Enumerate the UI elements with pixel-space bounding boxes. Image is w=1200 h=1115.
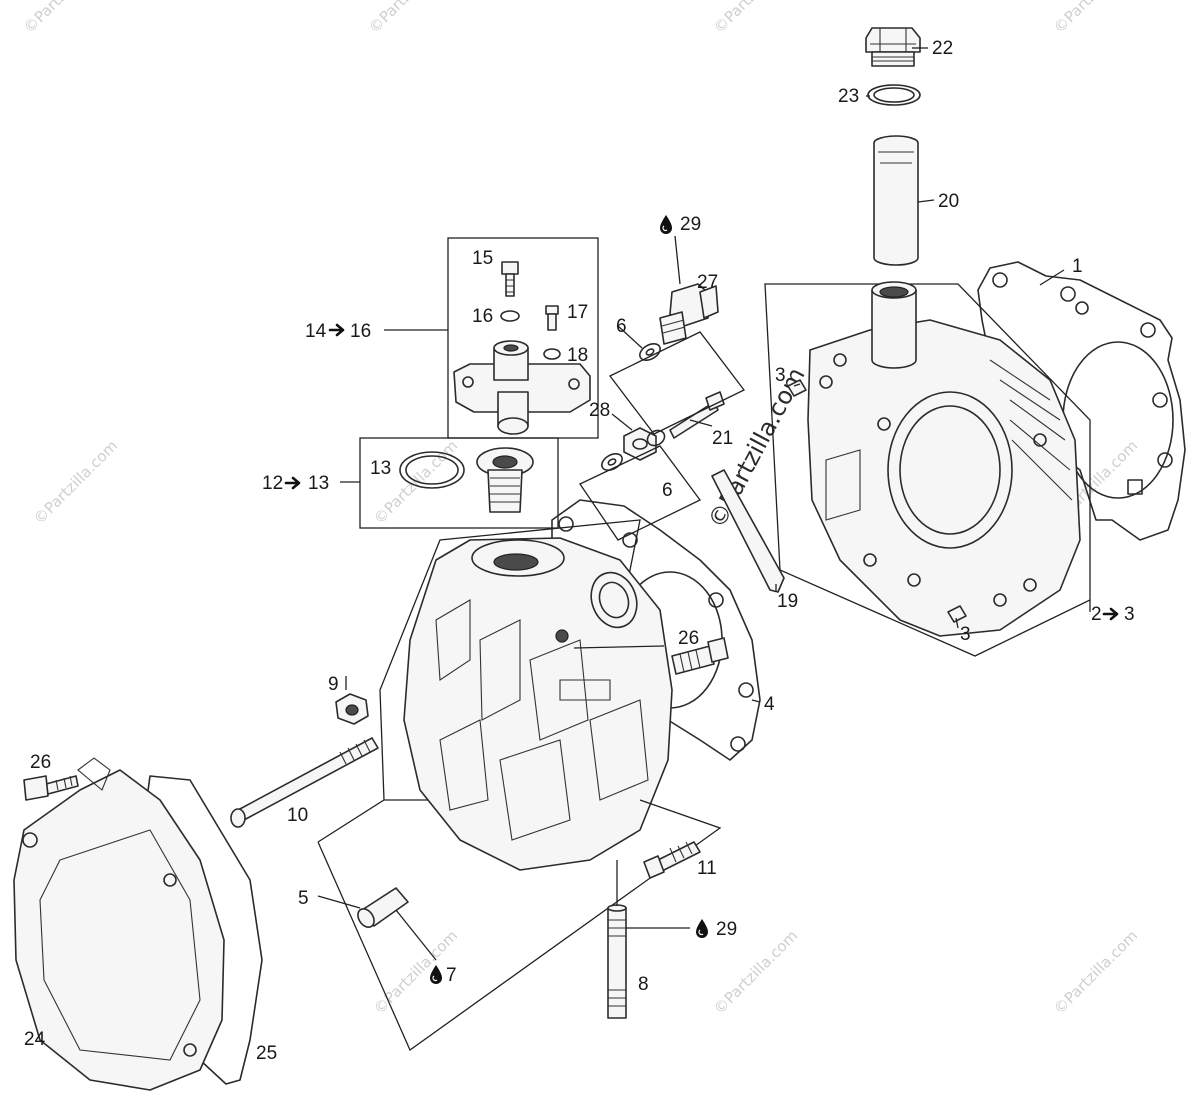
part-7-valve-guide (357, 887, 409, 928)
watermark-2: ©Partzilla.com (365, 0, 456, 37)
leader-lines (317, 47, 1091, 961)
right-arrow-icon (1102, 607, 1119, 621)
part-14-housing (453, 340, 591, 435)
callout-15[interactable]: 15 (472, 248, 493, 269)
part-23-washer (867, 84, 921, 106)
part-17-bolt (545, 305, 559, 331)
watermark-4: ©Partzilla.com (1050, 0, 1141, 37)
part-10-stud-bolt (230, 737, 379, 828)
part-13-oring (399, 451, 465, 489)
callout-2[interactable]: 2 (1091, 604, 1102, 625)
callout-21[interactable]: 21 (712, 428, 733, 449)
callout-7[interactable]: 7 (446, 965, 457, 986)
part-11-bolt (643, 841, 701, 879)
callout-labels: 22 23 20 1 29 27 15 16 17 18 14 16 6 3 2… (24, 38, 1135, 1064)
right-arrow-icon (328, 323, 345, 337)
part-19-chain-guide (711, 469, 785, 593)
callout-5[interactable]: 5 (298, 888, 309, 909)
callout-1[interactable]: 1 (1072, 256, 1083, 277)
part-9-nut (335, 693, 369, 725)
callout-3-bottom[interactable]: 3 (960, 624, 971, 645)
part-3-dowel-top (787, 379, 807, 397)
callout-26-lower[interactable]: 26 (30, 752, 51, 773)
callout-13[interactable]: 13 (370, 458, 391, 479)
right-arrow-icon (284, 476, 301, 490)
part-21-bolt (669, 391, 725, 439)
callout-29-bottom[interactable]: 29 (716, 919, 737, 940)
bracket-frame-27 (609, 331, 745, 435)
callout-26-upper[interactable]: 26 (678, 628, 699, 649)
watermark-3: ©Partzilla.com (710, 0, 801, 37)
part-3-dowel-bottom (947, 605, 967, 623)
callout-24[interactable]: 24 (24, 1029, 46, 1050)
callout-17[interactable]: 17 (567, 302, 588, 323)
part-12-thermostat (476, 447, 534, 513)
callout-23[interactable]: 23 (838, 86, 859, 107)
callout-12-to-13[interactable]: 13 (308, 473, 329, 494)
callout-20[interactable]: 20 (938, 191, 959, 212)
part-20-tube (873, 135, 919, 266)
callout-14-to-16[interactable]: 16 (350, 321, 371, 342)
callout-6-lower[interactable]: 6 (662, 480, 673, 501)
callout-25[interactable]: 25 (256, 1043, 277, 1064)
callout-2-to-3[interactable]: 3 (1124, 604, 1135, 625)
callout-29-top[interactable]: 29 (680, 214, 701, 235)
callout-19[interactable]: 19 (777, 591, 798, 612)
part-28-nut (601, 427, 666, 471)
part-5-cylinder-head (403, 537, 673, 871)
part-27-sensor (659, 283, 719, 345)
part-8-stud (607, 904, 627, 1019)
oil-drop-icon (659, 214, 673, 235)
callout-11[interactable]: 11 (697, 858, 717, 879)
part-6-washer-upper (639, 343, 661, 361)
watermark-11: ©Partzilla.com (1050, 927, 1141, 1018)
part-15-bolt (501, 261, 519, 297)
callout-16[interactable]: 16 (472, 306, 493, 327)
callout-18[interactable]: 18 (567, 345, 588, 366)
callout-22[interactable]: 22 (932, 38, 953, 59)
part-24-valve-cover (13, 757, 225, 1091)
oil-drop-icon (695, 918, 709, 939)
watermark-10: ©Partzilla.com (710, 927, 801, 1018)
part-26-bolt-lower (23, 775, 79, 801)
callout-27[interactable]: 27 (697, 272, 718, 293)
callout-4[interactable]: 4 (764, 694, 775, 715)
watermark-6: ©Partzilla.com (370, 437, 461, 528)
part-16-washer (500, 310, 520, 322)
callout-14[interactable]: 14 (305, 321, 327, 342)
callout-9[interactable]: 9 (328, 674, 339, 695)
part-18-washer (543, 348, 561, 360)
callout-8[interactable]: 8 (638, 974, 649, 995)
part-22-filler-cap (865, 27, 921, 67)
callout-28[interactable]: 28 (589, 400, 610, 421)
bracket-frame-28 (579, 445, 701, 541)
watermark-1: ©Partzilla.com (20, 0, 111, 37)
bracket-frame-5 (317, 799, 722, 1051)
callout-6-upper[interactable]: 6 (616, 316, 627, 337)
callout-3-top[interactable]: 3 (775, 365, 786, 386)
callout-10[interactable]: 10 (287, 805, 308, 826)
part-26-bolt-upper (671, 637, 729, 675)
callout-12[interactable]: 12 (262, 473, 283, 494)
box-12-13 (359, 437, 559, 529)
watermark-5: ©Partzilla.com (30, 437, 121, 528)
part-2-cylinder (764, 281, 1091, 657)
